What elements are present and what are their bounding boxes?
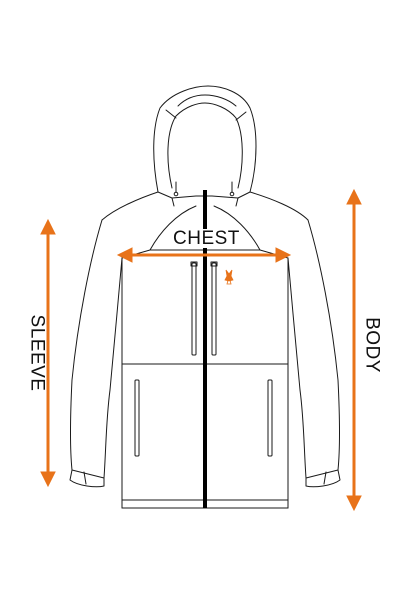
left-cuff bbox=[69, 469, 105, 488]
sleeve-arrow-bottom bbox=[40, 471, 56, 488]
body-label: BODY bbox=[361, 317, 383, 373]
left-shoulder bbox=[101, 191, 159, 221]
chest-pocket-left bbox=[191, 262, 197, 356]
body-arrow-top bbox=[346, 188, 362, 205]
left-sleeve bbox=[70, 219, 123, 479]
right-sleeve bbox=[287, 219, 340, 479]
hand-pocket-left bbox=[134, 379, 140, 457]
chest-arrow-right bbox=[275, 247, 292, 263]
body-measure bbox=[346, 188, 362, 512]
body-arrow-bottom bbox=[346, 495, 362, 512]
sleeve-label: SLEEVE bbox=[26, 314, 48, 392]
hood-opening bbox=[167, 102, 243, 189]
hand-pocket-right bbox=[267, 379, 273, 457]
hood-seam bbox=[177, 94, 237, 107]
sleeve-arrow-top bbox=[40, 218, 56, 235]
chest-measure bbox=[116, 247, 292, 263]
right-shoulder bbox=[249, 191, 309, 221]
chest-pocket-right bbox=[211, 262, 217, 356]
chest-label: CHEST bbox=[170, 229, 243, 248]
hood-outline bbox=[153, 85, 257, 193]
right-cuff bbox=[305, 469, 341, 488]
fox-logo-icon bbox=[224, 269, 234, 285]
sleeve-measure bbox=[40, 218, 56, 488]
chest-arrow-left bbox=[116, 247, 133, 263]
